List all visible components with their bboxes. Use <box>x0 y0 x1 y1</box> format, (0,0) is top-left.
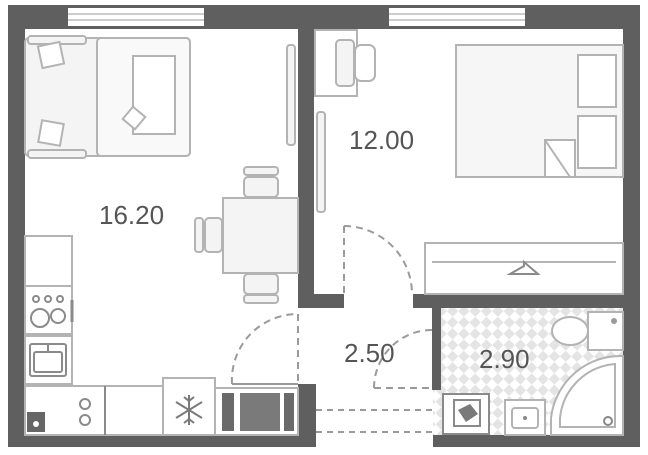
wardrobe <box>424 242 624 295</box>
snowflake-icon <box>175 395 203 425</box>
entrance-door <box>316 409 433 433</box>
hanger-icon <box>506 259 541 275</box>
tv-panel <box>286 44 296 146</box>
entrance-gap <box>316 430 433 447</box>
dining-table <box>194 166 299 304</box>
shower-icon <box>550 354 624 436</box>
window-left <box>68 8 204 26</box>
door-swings <box>230 225 433 389</box>
bed <box>455 44 624 178</box>
walls <box>8 5 640 447</box>
area-label-bedroom: 12.00 <box>349 125 414 155</box>
area-label-living-kitchen: 16.20 <box>99 200 164 230</box>
sofa <box>24 35 191 159</box>
sink-icon <box>29 343 67 377</box>
desk <box>314 29 376 97</box>
window-right <box>389 8 525 26</box>
area-label-bathroom: 2.90 <box>479 344 530 374</box>
wall-panel <box>316 111 326 213</box>
washing-machine-icon <box>442 393 490 435</box>
stove-icon <box>30 295 74 328</box>
toilet-icon <box>551 311 624 351</box>
corner-knob <box>33 421 39 427</box>
dishwasher <box>79 386 106 435</box>
sink-icon <box>504 399 546 436</box>
storage-cabinet <box>214 387 299 436</box>
area-label-hallway: 2.50 <box>344 338 395 368</box>
